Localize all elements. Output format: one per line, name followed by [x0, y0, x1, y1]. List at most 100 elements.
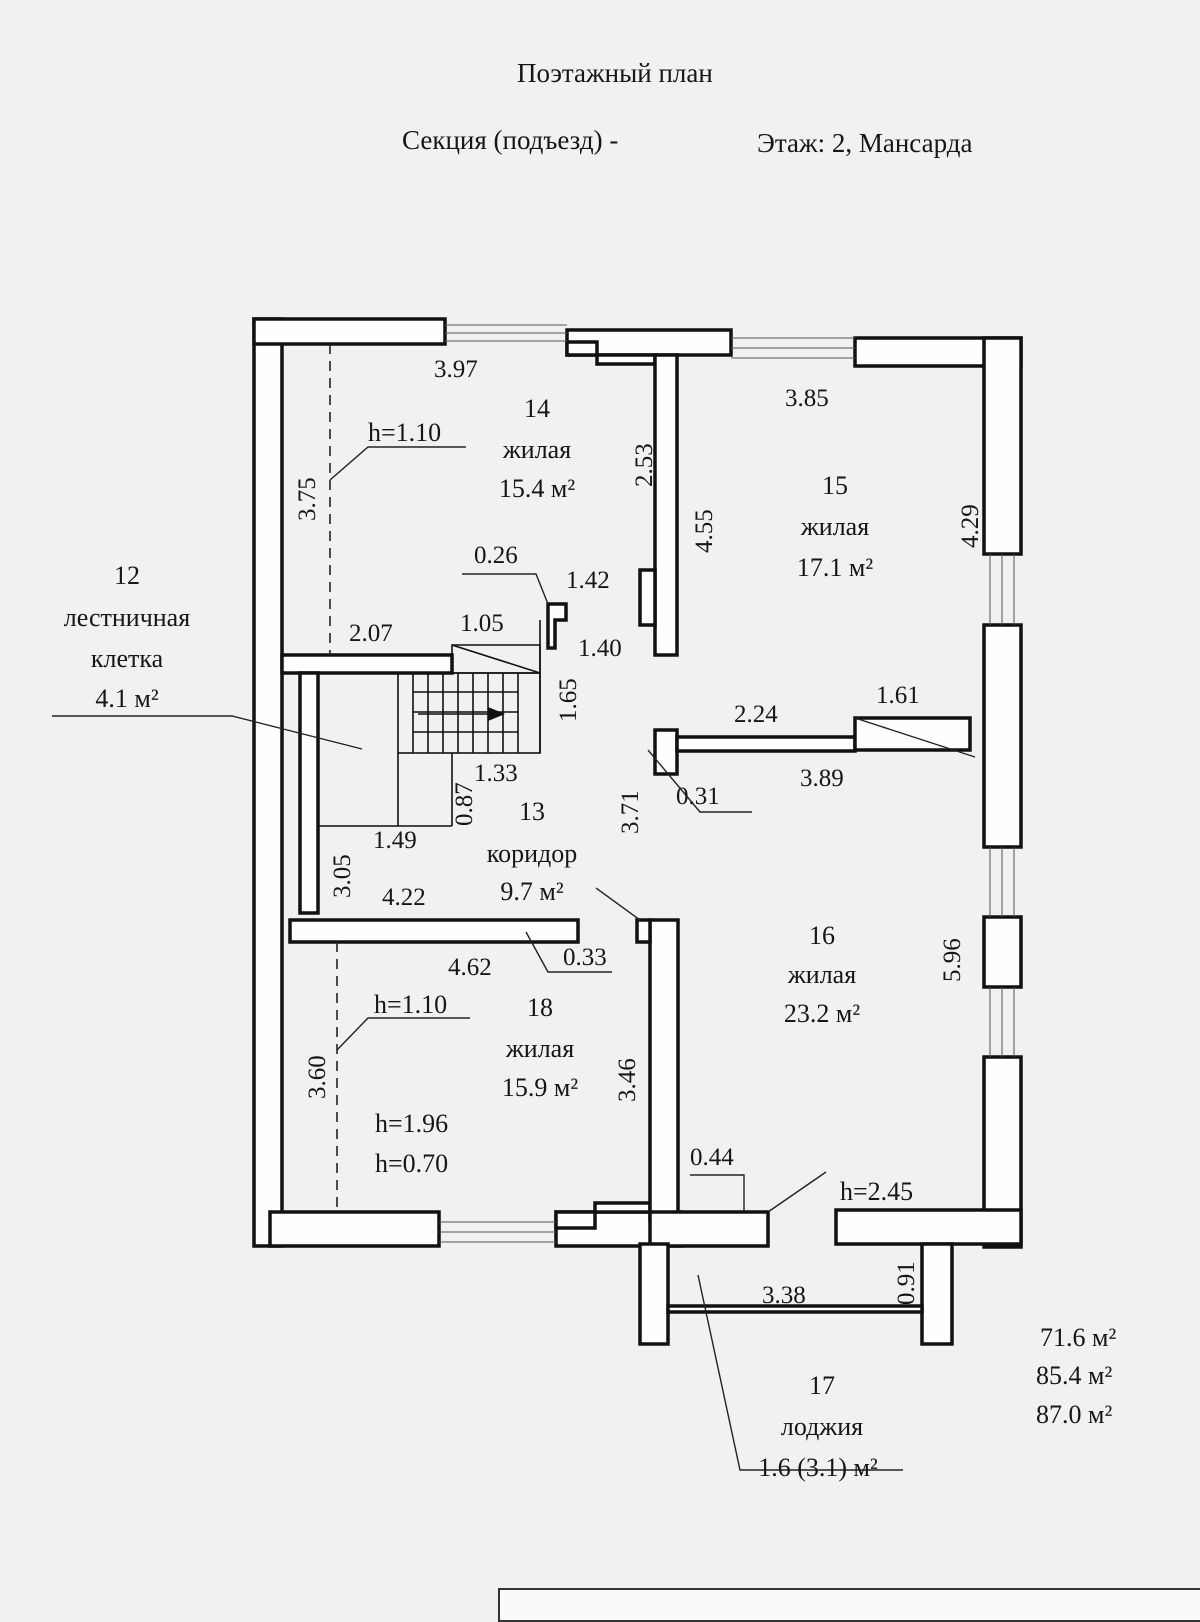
window-east-2: [989, 847, 1015, 917]
svg-text:клетка: клетка: [91, 644, 164, 673]
room-12: 12 лестничная клетка 4.1 м²: [64, 561, 190, 713]
svg-text:87.0 м²: 87.0 м²: [1036, 1400, 1112, 1429]
svg-text:15.9 м²: 15.9 м²: [502, 1073, 578, 1102]
svg-text:h=2.45: h=2.45: [840, 1177, 913, 1206]
wall-bottom-left: [268, 1210, 441, 1248]
svg-text:9.7 м²: 9.7 м²: [500, 877, 563, 906]
window-east-1: [989, 554, 1015, 625]
wall-partition-14-stair: [280, 653, 454, 675]
room-15: 15 жилая 17.1 м²: [797, 471, 873, 582]
leader-lines: [52, 446, 976, 1471]
svg-text:13: 13: [519, 797, 545, 826]
floor-label: Этаж: 2, Мансарда: [757, 128, 973, 158]
svg-text:1.65: 1.65: [555, 678, 582, 722]
svg-text:3.89: 3.89: [800, 765, 844, 792]
svg-text:4.62: 4.62: [448, 954, 492, 981]
svg-text:4.55: 4.55: [691, 509, 718, 553]
wall-west: [252, 317, 284, 1248]
svg-text:18: 18: [527, 993, 553, 1022]
svg-text:17: 17: [809, 1371, 835, 1400]
wall-loggia-top: [648, 1210, 770, 1248]
wall-partition-15-16: [675, 735, 857, 753]
svg-text:жилая: жилая: [787, 960, 856, 989]
window-east-3: [989, 987, 1015, 1057]
plan-title: Поэтажный план: [517, 58, 713, 88]
room-14: 14 жилая 15.4 м²: [499, 394, 575, 503]
svg-text:2.53: 2.53: [631, 443, 658, 487]
wall-east-upper: [982, 336, 1023, 556]
svg-text:0.87: 0.87: [451, 782, 478, 826]
svg-text:жилая: жилая: [502, 435, 571, 464]
room-13: 13 коридор 9.7 м²: [487, 797, 577, 906]
svg-text:3.71: 3.71: [617, 790, 644, 834]
svg-text:4.22: 4.22: [382, 884, 426, 911]
room-18: 18 жилая 15.9 м²: [502, 993, 578, 1102]
svg-text:h=1.96: h=1.96: [375, 1109, 448, 1138]
svg-text:h=1.10: h=1.10: [374, 990, 447, 1019]
svg-text:3.05: 3.05: [329, 854, 356, 898]
svg-text:лоджия: лоджия: [781, 1412, 863, 1441]
windows: [439, 324, 1015, 1243]
svg-text:85.4 м²: 85.4 м²: [1036, 1361, 1112, 1390]
svg-text:коридор: коридор: [487, 839, 577, 868]
svg-text:3.97: 3.97: [434, 356, 478, 383]
wall-partition-15-16-door: [853, 716, 972, 752]
svg-text:жилая: жилая: [800, 512, 869, 541]
svg-text:1.49: 1.49: [373, 827, 417, 854]
svg-text:жилая: жилая: [505, 1034, 574, 1063]
svg-text:h=0.70: h=0.70: [375, 1149, 448, 1178]
wall-column: [653, 728, 679, 776]
wall-partition-18: [288, 918, 580, 944]
svg-text:16: 16: [809, 921, 835, 950]
svg-text:лестничная: лестничная: [64, 603, 190, 632]
svg-text:1.61: 1.61: [876, 682, 920, 709]
svg-text:0.33: 0.33: [563, 944, 607, 971]
svg-text:12: 12: [114, 561, 140, 590]
room-17: 17 лоджия 1.6 (3.1) м²: [758, 1371, 878, 1482]
wall-loggia-right: [920, 1242, 954, 1346]
wall-stair-shaft: [298, 671, 320, 915]
svg-text:4.29: 4.29: [957, 504, 984, 548]
svg-text:3.46: 3.46: [614, 1058, 641, 1102]
svg-text:71.6 м²: 71.6 м²: [1040, 1323, 1116, 1352]
total-areas: 71.6 м² 85.4 м² 87.0 м²: [1036, 1323, 1116, 1429]
wall-niche: [546, 602, 568, 650]
window-top-14: [445, 324, 567, 342]
svg-text:15: 15: [822, 471, 848, 500]
svg-text:3.38: 3.38: [762, 1282, 806, 1309]
svg-text:h=1.10: h=1.10: [368, 418, 441, 447]
wall-east-pier: [982, 915, 1023, 989]
svg-text:23.2 м²: 23.2 м²: [784, 999, 860, 1028]
dimensions: 3.97 3.85 0.26 1.42 1.05 2.07 1.40 2.24 …: [294, 356, 984, 1309]
wall-loggia-rail: [666, 1304, 924, 1314]
walls: [252, 317, 1023, 1346]
svg-text:5.96: 5.96: [939, 938, 966, 982]
wall-bottom-right: [834, 1208, 1023, 1246]
svg-text:17.1 м²: 17.1 м²: [797, 553, 873, 582]
bottom-frame: [498, 1588, 1200, 1622]
svg-text:0.31: 0.31: [676, 783, 720, 810]
wall-partition-18-16: [648, 918, 680, 1222]
svg-text:3.75: 3.75: [294, 477, 321, 521]
wall-partition-step: [638, 568, 657, 627]
svg-text:1.6 (3.1) м²: 1.6 (3.1) м²: [758, 1453, 878, 1482]
svg-text:4.1 м²: 4.1 м²: [95, 684, 158, 713]
ceiling-heights: h=1.10 h=1.10 h=1.96 h=0.70 h=2.45: [368, 418, 913, 1206]
svg-text:15.4 м²: 15.4 м²: [499, 474, 575, 503]
wall-top-left: [252, 317, 447, 346]
wall-post: [635, 918, 652, 944]
svg-text:2.24: 2.24: [734, 701, 778, 728]
stair-arrow-icon: [488, 707, 505, 721]
room-16: 16 жилая 23.2 м²: [784, 921, 860, 1028]
svg-text:3.60: 3.60: [304, 1055, 331, 1099]
svg-text:14: 14: [524, 394, 550, 423]
section-label: Секция (подъезд) -: [402, 125, 619, 155]
svg-text:2.07: 2.07: [349, 620, 393, 647]
svg-text:1.05: 1.05: [460, 610, 504, 637]
svg-text:3.85: 3.85: [785, 385, 829, 412]
svg-text:1.40: 1.40: [578, 635, 622, 662]
svg-text:0.26: 0.26: [474, 542, 518, 569]
wall-partition-14-15: [653, 353, 679, 657]
staircase: [318, 620, 541, 827]
